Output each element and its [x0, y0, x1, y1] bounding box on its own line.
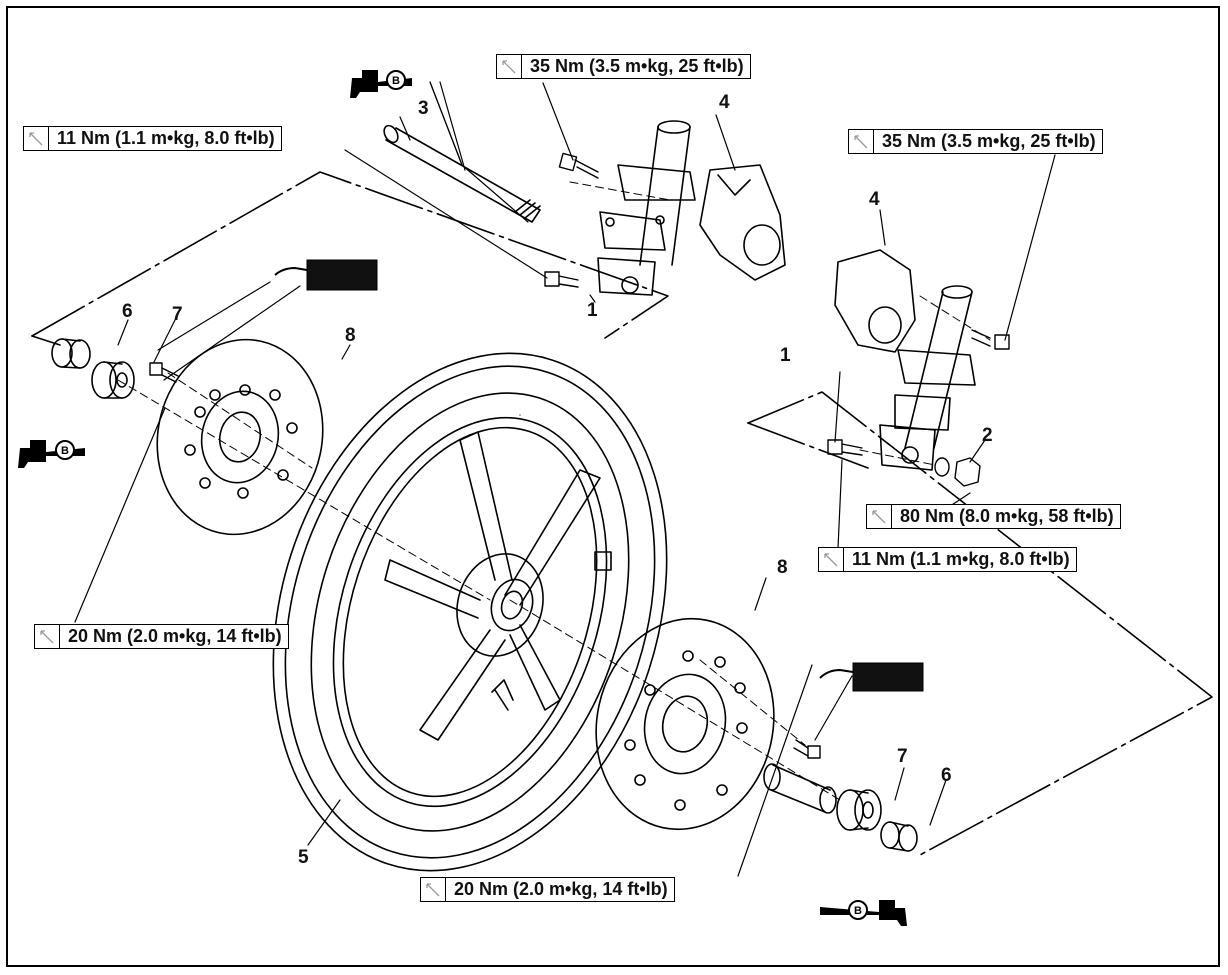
part-number-8: 8: [345, 325, 356, 346]
diagram-frame: [6, 6, 1220, 967]
brake-disc-right: [595, 617, 775, 831]
brake-caliper-right: [834, 249, 916, 353]
torque-wrench-icon: [421, 878, 446, 901]
part-number-8: 8: [777, 557, 788, 578]
torque-wrench-icon: [849, 130, 874, 153]
brake-caliper-left: [699, 164, 786, 281]
front-axle: [383, 124, 541, 223]
torque-spec-disc-bolt-right: 20 Nm (2.0 m•kg, 14 ft•lb): [420, 877, 675, 902]
locking-agent-icon: [819, 662, 924, 692]
grease-gun-icon: [18, 440, 85, 468]
spacer-tube: [763, 763, 837, 814]
torque-value: 80 Nm (8.0 m•kg, 58 ft•lb): [900, 506, 1114, 526]
torque-value: 35 Nm (3.5 m•kg, 25 ft•lb): [882, 131, 1096, 151]
torque-wrench-icon: [35, 625, 60, 648]
torque-spec-axle-nut: 80 Nm (8.0 m•kg, 58 ft•lb): [866, 504, 1121, 529]
torque-value: 11 Nm (1.1 m•kg, 8.0 ft•lb): [852, 549, 1070, 569]
part-number-7: 7: [897, 746, 908, 767]
part-number-1: 1: [587, 300, 598, 321]
grease-symbol-letter: B: [392, 75, 400, 87]
torque-spec-pinch-bolt-right: 11 Nm (1.1 m•kg, 8.0 ft•lb): [818, 547, 1077, 572]
bolts: [149, 152, 1010, 759]
torque-value: 11 Nm (1.1 m•kg, 8.0 ft•lb): [57, 128, 275, 148]
fork-leg-right: [879, 285, 976, 471]
axis-lines: [117, 181, 991, 801]
grease-gun-icon: [350, 70, 412, 98]
torque-spec-disc-bolt-left: 20 Nm (2.0 m•kg, 14 ft•lb): [34, 624, 289, 649]
part-number-4: 4: [869, 189, 880, 210]
grease-symbol-letter: B: [61, 445, 69, 457]
torque-spec-pinch-bolt-left: 11 Nm (1.1 m•kg, 8.0 ft•lb): [23, 126, 282, 151]
fork-leg-left: [597, 120, 696, 296]
torque-spec-caliper-bolt-right: 35 Nm (3.5 m•kg, 25 ft•lb): [848, 129, 1103, 154]
torque-wrench-icon: [24, 127, 49, 150]
torque-wrench-icon: [867, 505, 892, 528]
brake-disc-left: [156, 338, 324, 536]
right-collar-6: [880, 821, 918, 852]
grease-gun-icon: [820, 900, 907, 926]
front-wheel: [272, 352, 668, 872]
torque-value: 20 Nm (2.0 m•kg, 14 ft•lb): [454, 879, 668, 899]
locking-agent-icon: [274, 259, 378, 291]
torque-value: 35 Nm (3.5 m•kg, 25 ft•lb): [530, 56, 744, 76]
leader-lines: [74, 81, 1056, 877]
grease-symbol-letter: B: [854, 905, 862, 917]
part-number-5: 5: [298, 847, 309, 868]
part-number-6: 6: [941, 765, 952, 786]
torque-wrench-icon: [497, 55, 522, 78]
left-collar-6: [51, 338, 91, 369]
part-number-2: 2: [982, 425, 993, 446]
part-number-3: 3: [418, 98, 429, 119]
part-number-7: 7: [172, 304, 183, 325]
right-bearing-7: [836, 789, 882, 831]
torque-value: 20 Nm (2.0 m•kg, 14 ft•lb): [68, 626, 282, 646]
part-number-6: 6: [122, 301, 133, 322]
torque-wrench-icon: [819, 548, 844, 571]
torque-spec-caliper-bolt-left: 35 Nm (3.5 m•kg, 25 ft•lb): [496, 54, 751, 79]
left-bearing-7: [91, 361, 135, 399]
part-number-4: 4: [719, 92, 730, 113]
right-axle-plane: [747, 391, 1213, 856]
part-number-1: 1: [780, 345, 791, 366]
